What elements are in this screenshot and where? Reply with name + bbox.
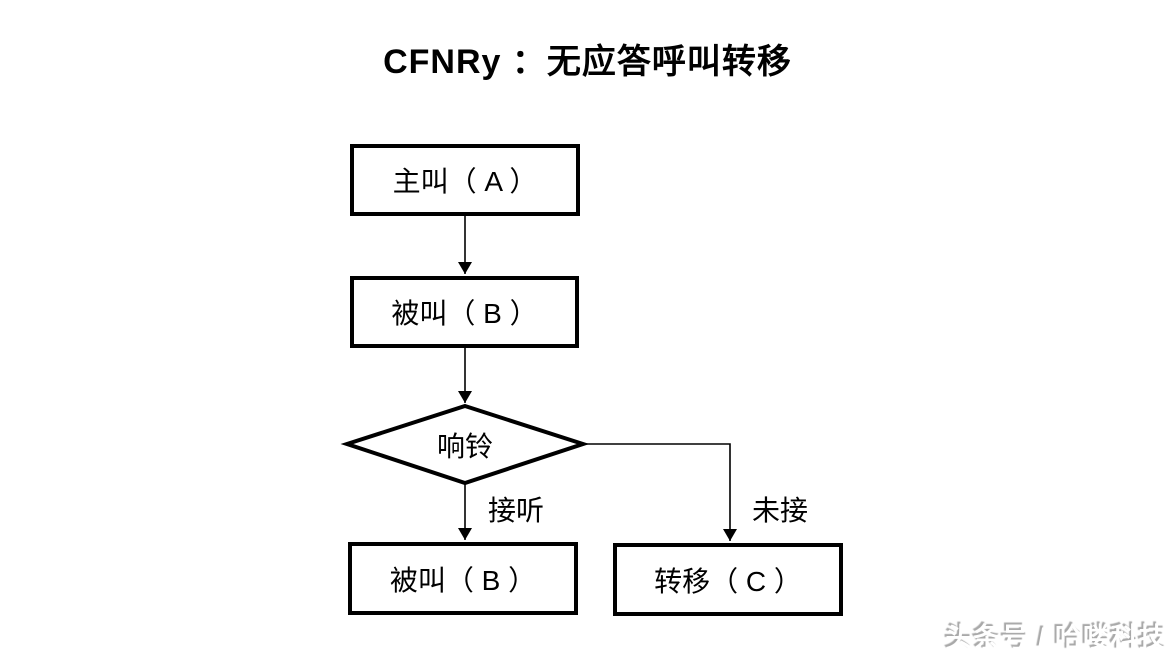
- node-called-b: 被叫（ B ）: [350, 276, 579, 348]
- edge-label-missed: 未接: [752, 495, 809, 526]
- edge-label-answered: 接听: [488, 495, 545, 526]
- connector-ringing-to-forward: [583, 443, 737, 541]
- node-called-b-answered: 被叫（ B ）: [348, 542, 578, 615]
- diagram-title: CFNRy ：无应答呼叫转移: [383, 43, 792, 81]
- node-ringing-decision: 响铃: [436, 430, 493, 462]
- node-forward-c: 转移（ C ）: [613, 543, 843, 616]
- watermark: 头条号 / 哈喽科技: [945, 623, 1167, 653]
- node-caller-a: 主叫（ A ）: [350, 144, 580, 216]
